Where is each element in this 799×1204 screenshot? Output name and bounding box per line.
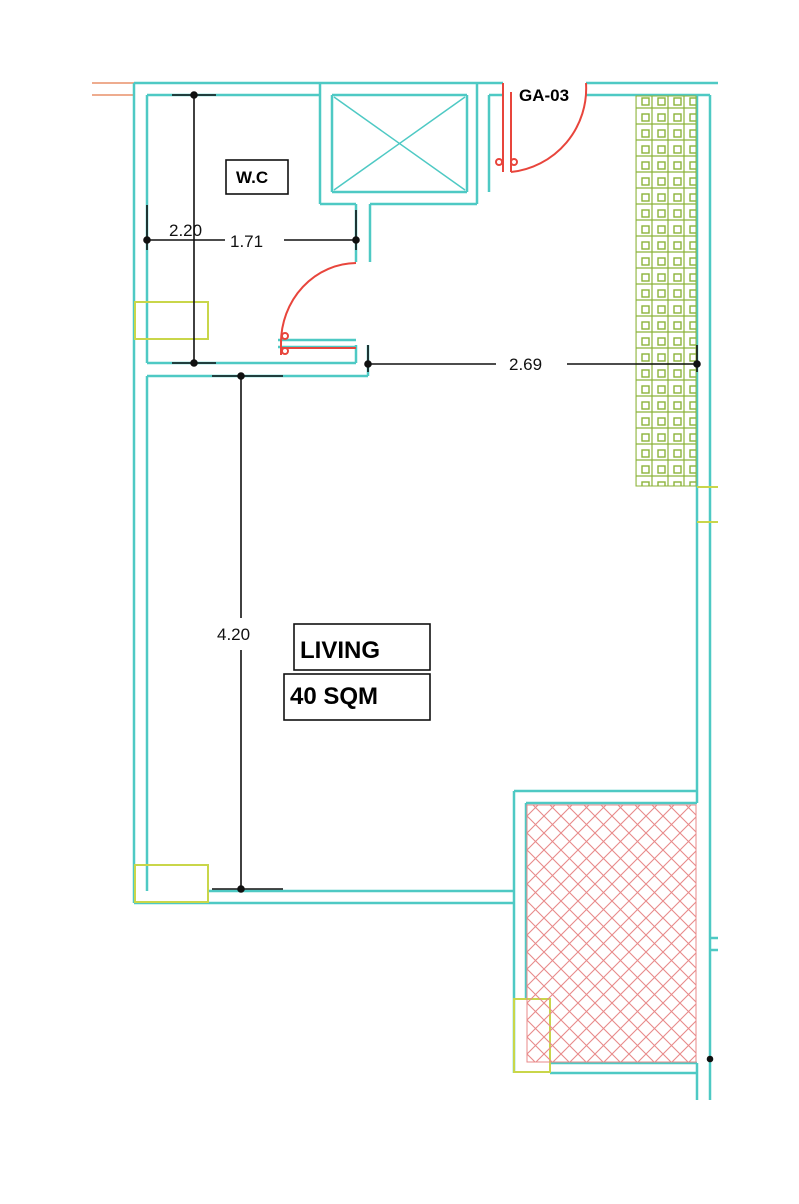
area-label: 40 SQM <box>290 683 378 710</box>
living-label: LIVING <box>300 637 380 664</box>
walls <box>132 81 718 1100</box>
red-area-hatch <box>526 804 697 1063</box>
dimension-living-height: 4.20 <box>217 625 250 644</box>
dimension-wc-height: 2.20 <box>169 221 202 240</box>
wc-label-box <box>225 159 289 195</box>
dimension-top-span: 2.69 <box>509 355 542 374</box>
shaft-cross <box>333 96 466 191</box>
door-ga-03 <box>495 82 588 173</box>
area-label-box <box>283 673 431 721</box>
green-planter-hatch <box>635 95 697 487</box>
living-label-box <box>293 623 431 671</box>
exterior-wall-stub <box>92 82 134 96</box>
door-tag-label: GA-03 <box>519 86 569 105</box>
dimension-wc-width: 1.71 <box>230 232 263 251</box>
dimension-lines <box>143 91 714 1063</box>
door-wc <box>280 262 357 355</box>
wc-label: W.C <box>236 168 268 187</box>
